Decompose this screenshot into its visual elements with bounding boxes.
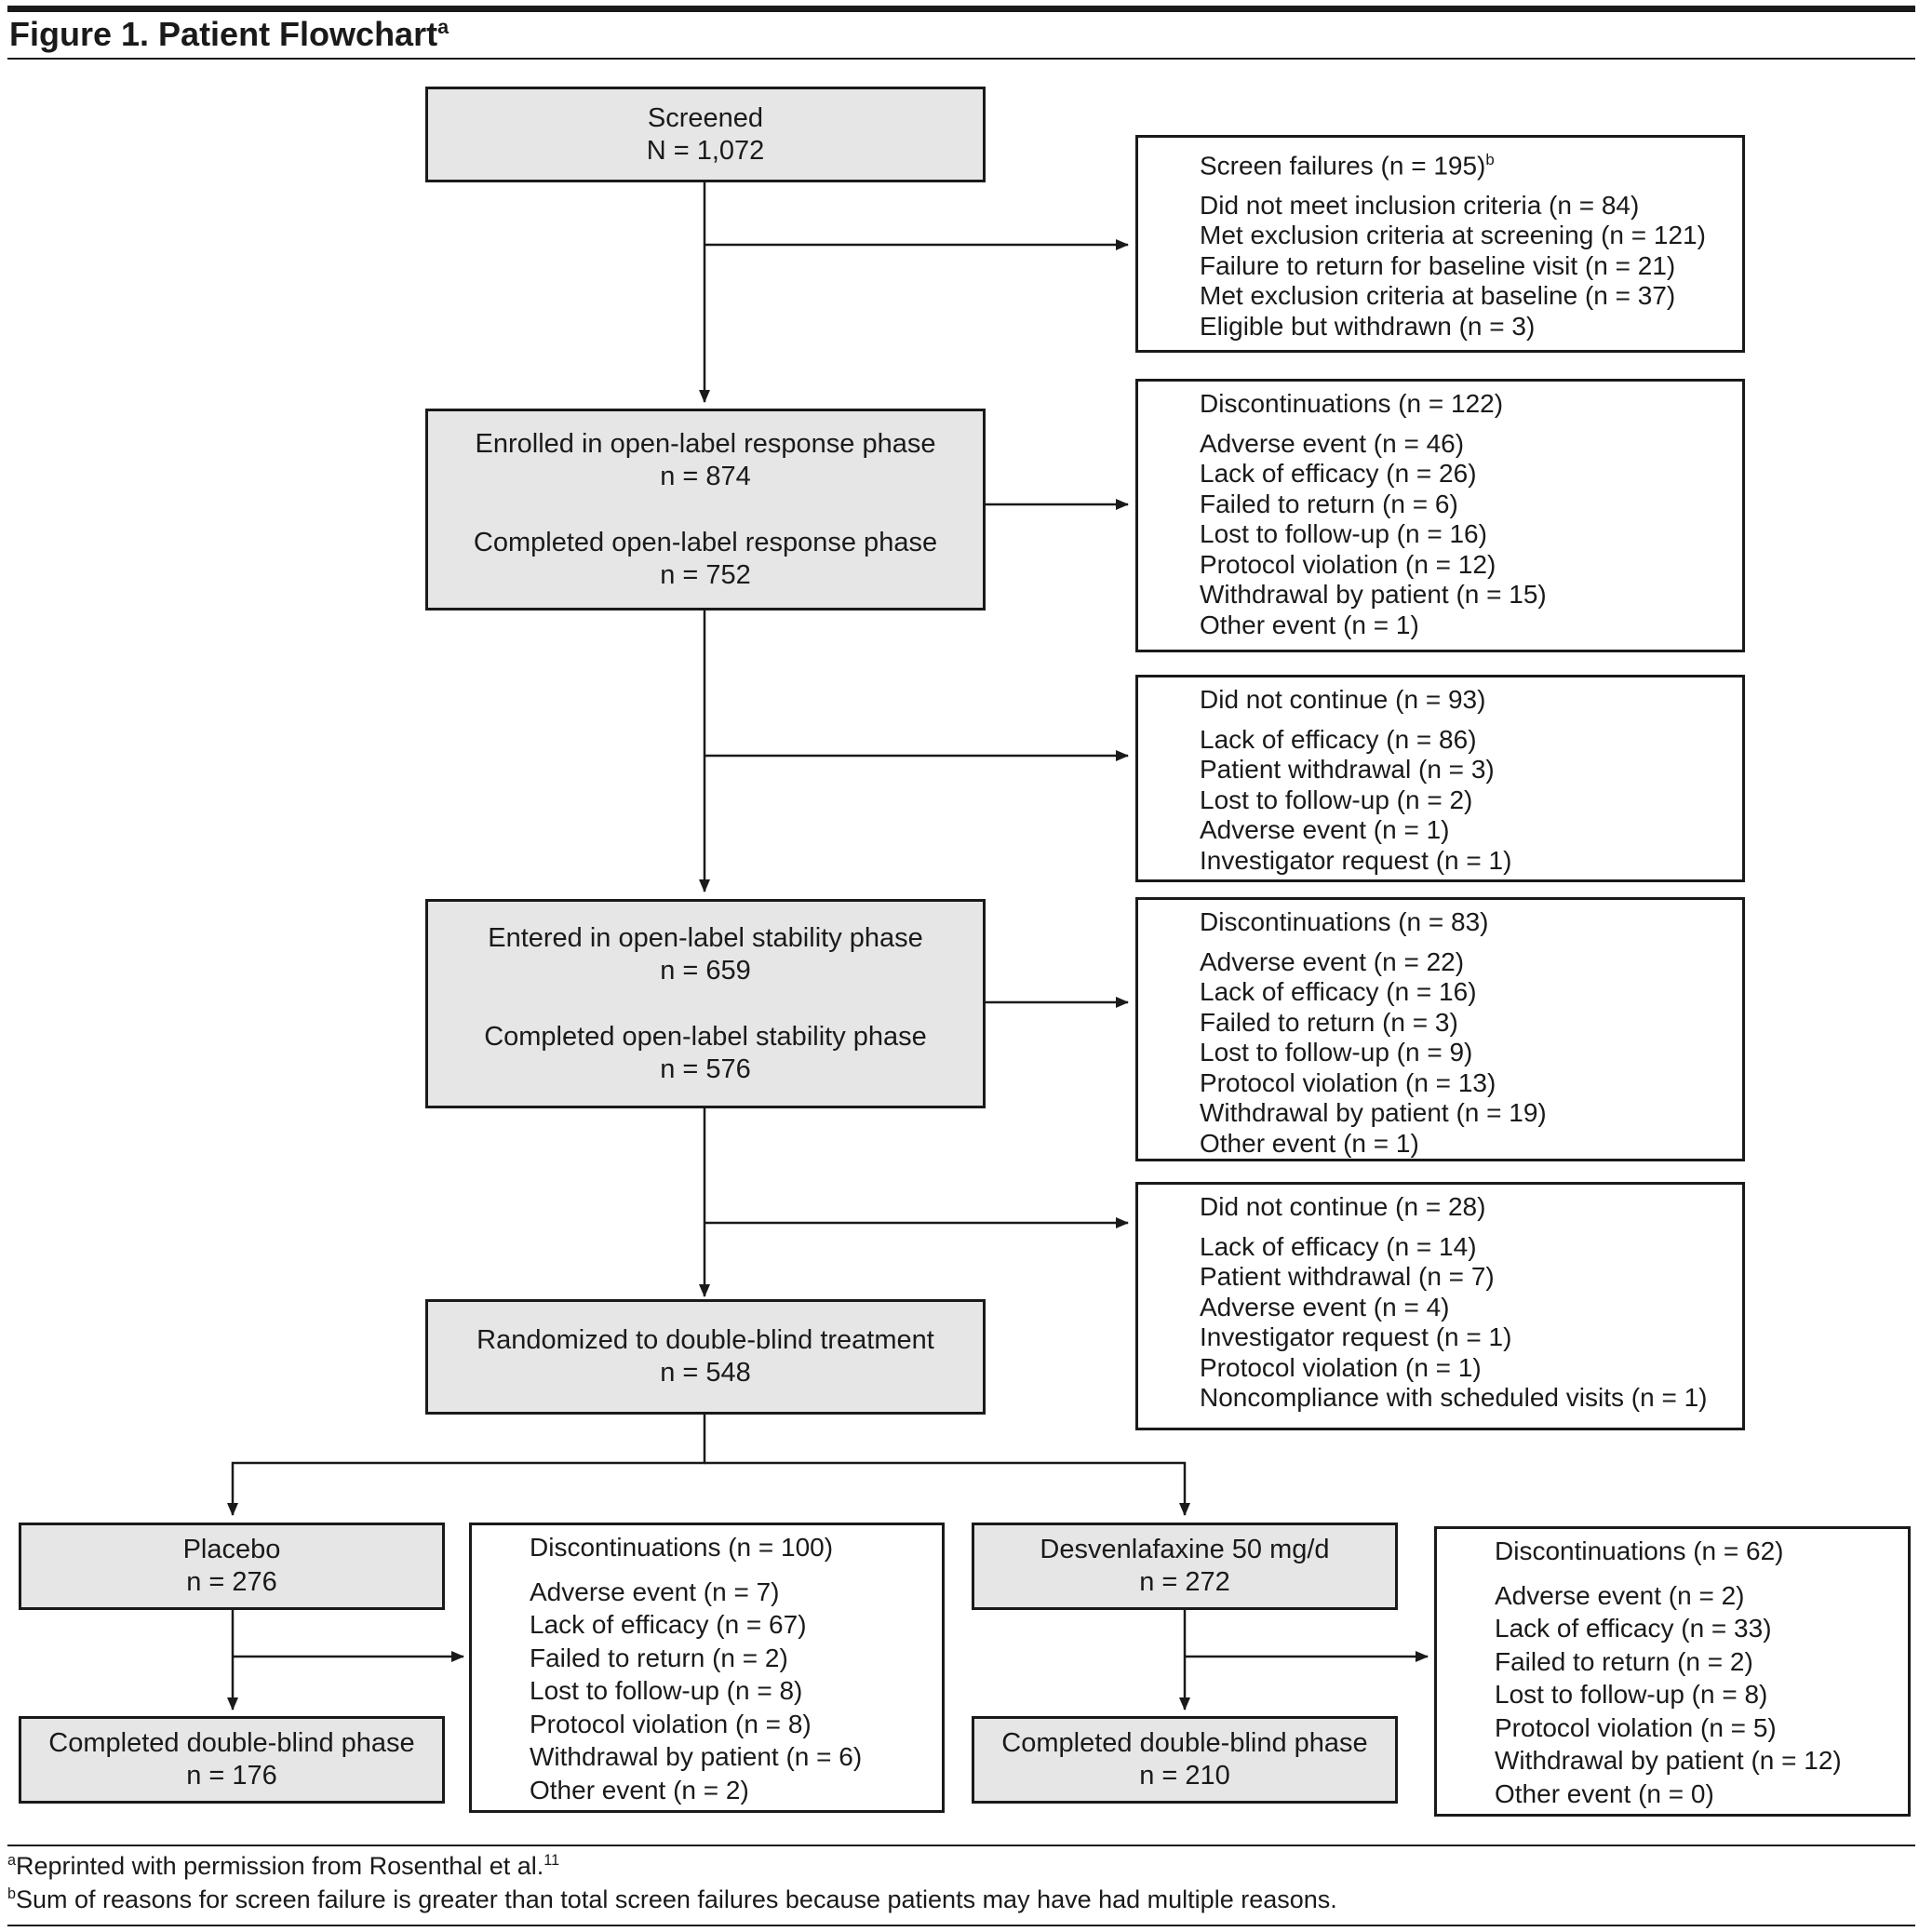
- response-discontinuations-box: Discontinuations (n = 122) Adverse event…: [1135, 379, 1745, 652]
- response-did-not-continue-box: Did not continue (n = 93) Lack of effica…: [1135, 675, 1745, 882]
- list-item: Protocol violation (n = 13): [1200, 1067, 1496, 1097]
- placebo-discontinuations-box: Discontinuations (n = 100) Adverse event…: [469, 1523, 945, 1813]
- list-item: Protocol violation (n = 8): [530, 1709, 812, 1738]
- stability-entered-label: Entered in open-label stability phase: [488, 922, 923, 953]
- stability-discontinuations-box: Discontinuations (n = 83) Adverse event …: [1135, 897, 1745, 1161]
- desvenlafaxine-discontinuations-heading: Discontinuations (n = 62): [1495, 1536, 1784, 1565]
- list-item: Lost to follow-up (n = 9): [1200, 1038, 1473, 1067]
- desvenlafaxine-completed-label: Completed double-blind phase: [1001, 1728, 1368, 1758]
- list-item: Adverse event (n = 22): [1200, 946, 1465, 976]
- arrow-randomized-to-placebo: [227, 1415, 706, 1516]
- randomized-box: Randomized to double-blind treatment n =…: [425, 1299, 986, 1415]
- list-item: Failed to return (n = 6): [1200, 489, 1458, 518]
- list-item: Failure to return for baseline visit (n …: [1200, 250, 1676, 280]
- desvenlafaxine-completed-box: Completed double-blind phase n = 210: [972, 1716, 1398, 1804]
- list-item: Adverse event (n = 2): [1495, 1580, 1745, 1610]
- screened-label: Screened: [647, 102, 764, 133]
- stability-entered-count: n = 659: [660, 955, 751, 986]
- list-item: Lack of efficacy (n = 26): [1200, 459, 1477, 488]
- list-item: Withdrawal by patient (n = 6): [530, 1742, 863, 1771]
- placebo-label: Placebo: [182, 1535, 281, 1564]
- list-item: Failed to return (n = 2): [1495, 1646, 1753, 1676]
- list-item: Investigator request (n = 1): [1200, 845, 1512, 875]
- list-item: Protocol violation (n = 5): [1495, 1712, 1777, 1742]
- response-completed-label: Completed open-label response phase: [473, 527, 938, 557]
- screen-failures-box: Screen failures (n = 195)b Did not meet …: [1135, 135, 1745, 353]
- response-discontinuations-heading: Discontinuations (n = 122): [1200, 389, 1504, 418]
- list-item: Adverse event (n = 46): [1200, 428, 1465, 458]
- desvenlafaxine-discontinuations-box: Discontinuations (n = 62) Adverse event …: [1434, 1526, 1911, 1817]
- placebo-box: Placebo n = 276: [19, 1523, 445, 1610]
- list-item: Lost to follow-up (n = 16): [1200, 519, 1487, 548]
- list-item: Adverse event (n = 7): [530, 1576, 780, 1606]
- desvenlafaxine-box: Desvenlafaxine 50 mg/d n = 272: [972, 1523, 1398, 1610]
- list-item: Adverse event (n = 4): [1200, 1292, 1450, 1322]
- list-item: Patient withdrawal (n = 3): [1200, 755, 1495, 784]
- response-did-not-continue-heading: Did not continue (n = 93): [1200, 685, 1486, 714]
- list-item: Protocol violation (n = 12): [1200, 549, 1496, 579]
- top-rule: [7, 6, 1915, 12]
- footnote-rule: [7, 1845, 1915, 1846]
- list-item: Other event (n = 1): [1200, 1128, 1419, 1158]
- footnote-b: bSum of reasons for screen failure is gr…: [7, 1885, 1337, 1913]
- figure-title: Figure 1. Patient Flowcharta: [9, 15, 450, 53]
- list-item: Withdrawal by patient (n = 19): [1200, 1098, 1547, 1127]
- arrow-randomized-to-desvenlafaxine: [705, 1461, 1190, 1516]
- list-item: Lost to follow-up (n = 8): [1495, 1680, 1768, 1709]
- desvenlafaxine-label: Desvenlafaxine 50 mg/d: [1040, 1535, 1330, 1564]
- placebo-count: n = 276: [186, 1567, 277, 1597]
- title-rule: [7, 58, 1915, 60]
- placebo-discontinuations-heading: Discontinuations (n = 100): [530, 1533, 834, 1562]
- list-item: Noncompliance with scheduled visits (n =…: [1200, 1383, 1708, 1412]
- list-item: Other event (n = 1): [1200, 610, 1419, 639]
- list-item: Protocol violation (n = 1): [1200, 1352, 1482, 1382]
- stability-completed-label: Completed open-label stability phase: [484, 1021, 927, 1052]
- list-item: Other event (n = 0): [1495, 1778, 1714, 1808]
- stability-did-not-continue-box: Did not continue (n = 28) Lack of effica…: [1135, 1182, 1745, 1430]
- list-item: Adverse event (n = 1): [1200, 815, 1450, 844]
- response-completed-count: n = 752: [660, 559, 751, 590]
- screened-box: Screened N = 1,072: [425, 87, 986, 182]
- footnote-a: aReprinted with permission from Rosentha…: [7, 1852, 560, 1880]
- screen-failures-heading: Screen failures (n = 195)b: [1200, 151, 1495, 181]
- stability-phase-box: Entered in open-label stability phase n …: [425, 899, 986, 1108]
- desvenlafaxine-completed-count: n = 210: [1139, 1761, 1230, 1791]
- list-item: Withdrawal by patient (n = 12): [1495, 1746, 1842, 1775]
- list-item: Failed to return (n = 3): [1200, 1007, 1458, 1037]
- list-item: Did not meet inclusion criteria (n = 84): [1200, 190, 1640, 220]
- list-item: Lack of efficacy (n = 14): [1200, 1231, 1477, 1261]
- list-item: Met exclusion criteria at screening (n =…: [1200, 221, 1706, 250]
- list-item: Lost to follow-up (n = 8): [530, 1676, 803, 1705]
- list-item: Failed to return (n = 2): [530, 1643, 788, 1672]
- placebo-completed-count: n = 176: [186, 1761, 277, 1791]
- randomized-label: Randomized to double-blind treatment: [476, 1325, 934, 1355]
- list-item: Patient withdrawal (n = 7): [1200, 1262, 1495, 1291]
- randomized-count: n = 548: [660, 1358, 751, 1388]
- screened-count: N = 1,072: [646, 135, 765, 166]
- list-item: Withdrawal by patient (n = 15): [1200, 580, 1547, 609]
- stability-completed-count: n = 576: [660, 1053, 751, 1084]
- bottom-rule: [7, 1925, 1915, 1926]
- list-item: Other event (n = 2): [530, 1775, 749, 1805]
- list-item: Met exclusion criteria at baseline (n = …: [1200, 281, 1676, 311]
- list-item: Investigator request (n = 1): [1200, 1322, 1512, 1351]
- list-item: Eligible but withdrawn (n = 3): [1200, 311, 1536, 341]
- stability-did-not-continue-heading: Did not continue (n = 28): [1200, 1192, 1486, 1221]
- placebo-completed-label: Completed double-blind phase: [48, 1728, 415, 1758]
- response-phase-box: Enrolled in open-label response phase n …: [425, 409, 986, 610]
- list-item: Lack of efficacy (n = 67): [530, 1610, 807, 1639]
- placebo-completed-box: Completed double-blind phase n = 176: [19, 1716, 445, 1804]
- list-item: Lack of efficacy (n = 16): [1200, 977, 1477, 1006]
- list-item: Lost to follow-up (n = 2): [1200, 785, 1473, 814]
- list-item: Lack of efficacy (n = 86): [1200, 724, 1477, 754]
- response-enrolled-label: Enrolled in open-label response phase: [475, 428, 936, 459]
- stability-discontinuations-heading: Discontinuations (n = 83): [1200, 907, 1489, 936]
- response-enrolled-count: n = 874: [660, 461, 751, 491]
- list-item: Lack of efficacy (n = 33): [1495, 1614, 1772, 1643]
- desvenlafaxine-count: n = 272: [1139, 1567, 1230, 1597]
